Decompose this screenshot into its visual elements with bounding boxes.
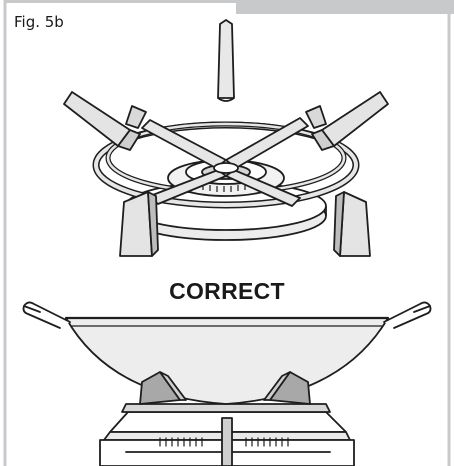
frame-border <box>3 0 454 466</box>
wok-on-burner <box>22 301 432 466</box>
wok-support-ring <box>63 19 389 257</box>
figure-number-label: Fig. 5b <box>14 13 64 31</box>
correct-caption: CORRECT <box>169 278 285 304</box>
